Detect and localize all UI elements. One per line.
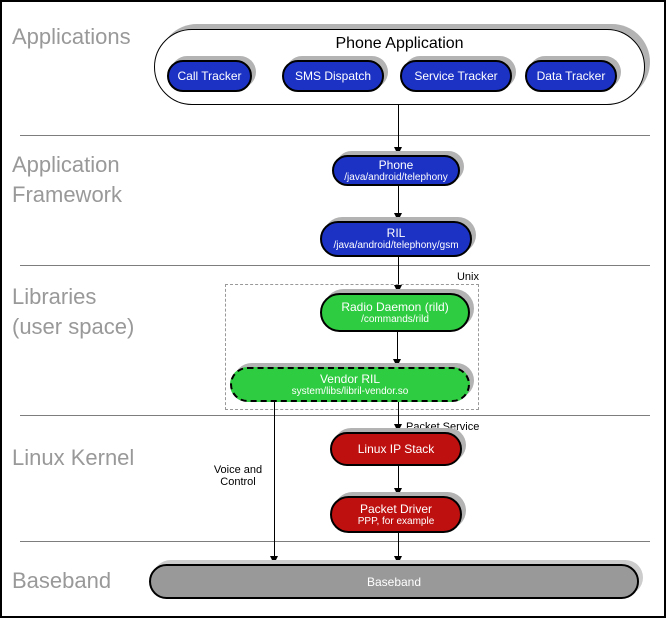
packet-driver-title: Packet Driver (359, 501, 433, 516)
arrow-line-vendorril-to-ipstack (398, 402, 399, 432)
node-baseband: Baseband (149, 564, 639, 599)
divider-kernel-baseband (20, 541, 650, 542)
sms-dispatch-label: SMS Dispatch (294, 69, 372, 83)
node-vendor-ril: Vendor RIL system/libs/libril-vendor.so (230, 367, 470, 402)
divider-framework-libraries (20, 265, 650, 266)
baseband-title: Baseband (366, 574, 422, 589)
unix-label: Unix (456, 271, 479, 283)
vendor-ril-subtitle: system/libs/libril-vendor.so (291, 385, 409, 397)
layer-label-libraries-user-space: Libraries (user space) (12, 284, 135, 339)
packet-service-label: Packet Service (406, 421, 480, 433)
service-tracker-label: Service Tracker (414, 69, 498, 83)
arrow-head-ril-to-radiodaemon (394, 285, 402, 293)
arrow-head-phoneapp-to-phone (394, 147, 402, 155)
arrow-line-packetdriver-to-baseband (398, 533, 399, 564)
phone-title: Phone (378, 157, 414, 172)
call-tracker-label: Call Tracker (177, 69, 242, 83)
node-ril: RIL /java/android/telephony/gsm (320, 221, 472, 257)
data-tracker-label: Data Tracker (536, 69, 606, 83)
packet-driver-subtitle: PPP, for example (357, 515, 435, 527)
arrow-line-radiodaemon-to-vendorril (397, 332, 398, 367)
layer-label-baseband: Baseband (12, 568, 112, 593)
arrow-line-vendorril-to-baseband-voice (274, 402, 275, 564)
ril-title: RIL (386, 226, 406, 240)
arrow-head-vendorril-to-baseband-voice (270, 556, 278, 564)
voice-and-control-label: Voice and Control (213, 464, 263, 488)
arrow-head-ipstack-to-packetdriver (394, 488, 402, 496)
node-service-tracker: Service Tracker (400, 60, 512, 92)
layer-label-application-framework: Application Framework (12, 152, 123, 207)
node-call-tracker: Call Tracker (167, 60, 252, 92)
arrow-line-phoneapp-to-phone (398, 105, 399, 155)
arrow-head-phone-to-ril (394, 213, 402, 221)
layer-label-applications: Applications (12, 24, 131, 49)
ril-subtitle: /java/android/telephony/gsm (333, 240, 459, 251)
unix-dashed-box (225, 284, 479, 410)
vendor-ril-title: Vendor RIL (319, 371, 381, 386)
arrow-line-ril-to-radiodaemon (398, 257, 399, 293)
arrow-head-radiodaemon-to-vendorril (393, 359, 401, 367)
radio-daemon-subtitle: /commands/rild (361, 313, 429, 325)
node-linux-ip-stack: Linux IP Stack (330, 432, 462, 466)
node-packet-driver: Packet Driver PPP, for example (330, 496, 462, 533)
radio-daemon-title: Radio Daemon (rild) (341, 299, 449, 314)
phone-application-title: Phone Application (335, 35, 464, 52)
linux-ip-stack-title: Linux IP Stack (357, 442, 435, 456)
phone-subtitle: /java/android/telephony (344, 171, 448, 183)
node-phone: Phone /java/android/telephony (332, 155, 460, 186)
node-sms-dispatch: SMS Dispatch (282, 60, 384, 92)
arrow-line-phone-to-ril (398, 185, 399, 221)
layer-label-linux-kernel: Linux Kernel (12, 445, 135, 470)
node-radio-daemon: Radio Daemon (rild) /commands/rild (320, 293, 470, 332)
node-data-tracker: Data Tracker (525, 60, 617, 92)
arrow-head-vendorril-to-ipstack (394, 424, 402, 432)
divider-libraries-kernel (20, 415, 650, 416)
arrow-head-packetdriver-to-baseband (394, 556, 402, 564)
divider-applications-framework (20, 135, 650, 136)
arrow-line-ipstack-to-packetdriver (398, 466, 399, 496)
